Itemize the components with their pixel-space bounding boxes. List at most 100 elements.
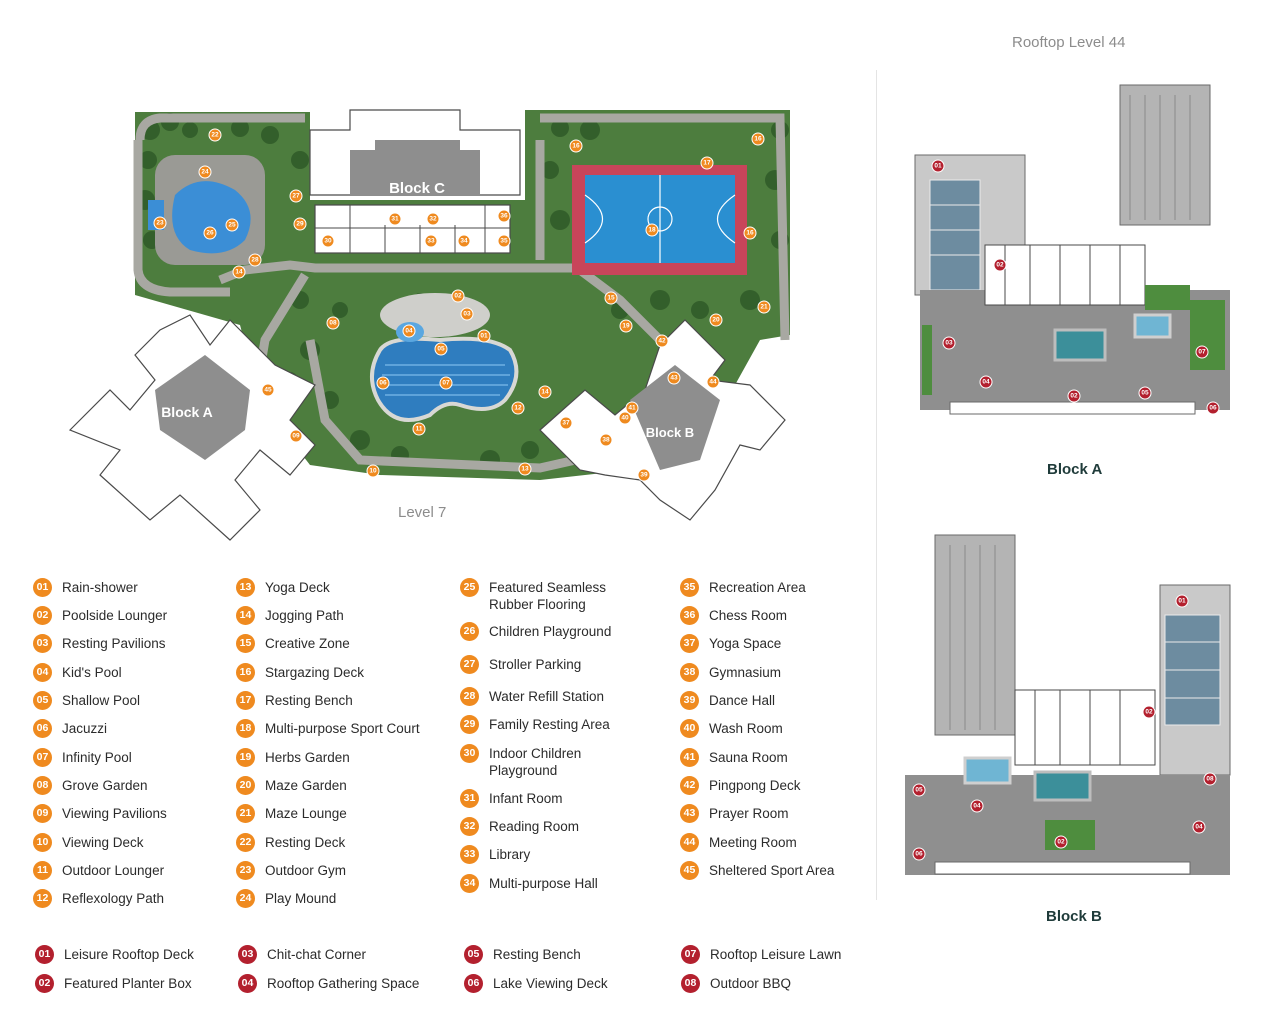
legend-label: Yoga Space	[709, 636, 782, 651]
marker-16c: 16	[743, 226, 757, 240]
svg-text:06: 06	[1209, 405, 1217, 412]
svg-text:19: 19	[622, 323, 630, 330]
marker-27: 27	[289, 189, 303, 203]
marker-39: 39	[637, 468, 651, 482]
svg-text:13: 13	[521, 466, 529, 473]
legend-label: Creative Zone	[265, 636, 350, 651]
site-markers: 22 24 23 25 26 28 14 27 29 30 31 32 36 3…	[153, 128, 771, 482]
svg-text:03: 03	[463, 311, 471, 318]
svg-text:03: 03	[945, 340, 953, 347]
marker-32: 32	[426, 212, 440, 226]
marker-24: 24	[198, 165, 212, 179]
marker-43: 43	[667, 371, 681, 385]
legend-label: Rooftop Leisure Lawn	[710, 947, 842, 962]
svg-text:07: 07	[442, 380, 450, 387]
legend-label: Yoga Deck	[265, 580, 330, 595]
svg-text:06: 06	[915, 851, 923, 858]
svg-text:16: 16	[572, 143, 580, 150]
legend-badge: 44	[680, 833, 699, 852]
legend-badge: 05	[464, 945, 483, 964]
block-b-label: Block B	[646, 425, 694, 440]
legend-badge: 17	[236, 691, 255, 710]
ra-06: 06	[1206, 401, 1220, 415]
legend-badge: 10	[33, 833, 52, 852]
legend-badge: 20	[236, 776, 255, 795]
marker-07: 07	[439, 376, 453, 390]
marker-02: 02	[451, 289, 465, 303]
legend-badge: 34	[460, 874, 479, 893]
block-c-label: Block C	[389, 180, 445, 197]
marker-04: 04	[402, 324, 416, 338]
svg-text:27: 27	[292, 193, 300, 200]
marker-10: 10	[366, 464, 380, 478]
rb-04b: 04	[1192, 820, 1206, 834]
legend-badge: 26	[460, 622, 479, 641]
legend-badge: 45	[680, 861, 699, 880]
svg-text:33: 33	[427, 238, 435, 245]
legend-label: Grove Garden	[62, 778, 148, 793]
svg-text:08: 08	[329, 320, 337, 327]
svg-text:20: 20	[712, 317, 720, 324]
legend-label: Infinity Pool	[62, 750, 132, 765]
marker-16b: 16	[751, 132, 765, 146]
legend-badge: 41	[680, 748, 699, 767]
marker-22: 22	[208, 128, 222, 142]
svg-text:10: 10	[369, 468, 377, 475]
legend-badge: 18	[236, 719, 255, 738]
legend-label: Multi-purpose Sport Court	[265, 721, 420, 736]
ra-07: 07	[1195, 345, 1209, 359]
legend-label: Reflexology Path	[62, 891, 165, 906]
svg-text:05: 05	[915, 787, 923, 794]
legend-badge: 02	[35, 974, 54, 993]
legend-item-13: 13 Yoga Deck	[236, 578, 435, 597]
svg-text:01: 01	[934, 163, 942, 170]
legend-label: Featured Seamless Rubber Flooring	[489, 580, 607, 612]
svg-text:32: 32	[429, 216, 437, 223]
svg-text:02: 02	[454, 293, 462, 300]
svg-text:40: 40	[621, 415, 629, 422]
legend-badge: 02	[33, 606, 52, 625]
block-a-title: Block A	[1047, 461, 1103, 478]
legend-badge: 13	[236, 578, 255, 597]
svg-text:37: 37	[562, 420, 570, 427]
svg-text:17: 17	[703, 160, 711, 167]
svg-text:39: 39	[640, 472, 648, 479]
legend-badge: 33	[460, 845, 479, 864]
legend-label: Rooftop Gathering Space	[267, 976, 420, 991]
legend-label: Resting Deck	[265, 835, 346, 850]
legend-label: Stargazing Deck	[265, 665, 365, 680]
legend-label: Kid's Pool	[62, 665, 122, 680]
legend-label: Outdoor Gym	[265, 863, 347, 878]
svg-text:29: 29	[296, 221, 304, 228]
level7-caption: Level 7	[398, 504, 447, 521]
marker-06: 06	[376, 376, 390, 390]
legend-badge: 05	[33, 691, 52, 710]
svg-text:24: 24	[201, 169, 209, 176]
svg-text:02: 02	[1057, 839, 1065, 846]
legend-label: Viewing Pavilions	[62, 806, 167, 821]
legend-label: Indoor Children Playground	[489, 746, 582, 778]
marker-20: 20	[709, 313, 723, 327]
marker-21: 21	[757, 300, 771, 314]
legend-badge: 28	[460, 687, 479, 706]
legend-badge: 08	[681, 974, 700, 993]
svg-text:14: 14	[235, 269, 243, 276]
legend-label: Lake Viewing Deck	[493, 976, 608, 991]
legend-label: Wash Room	[709, 721, 783, 736]
